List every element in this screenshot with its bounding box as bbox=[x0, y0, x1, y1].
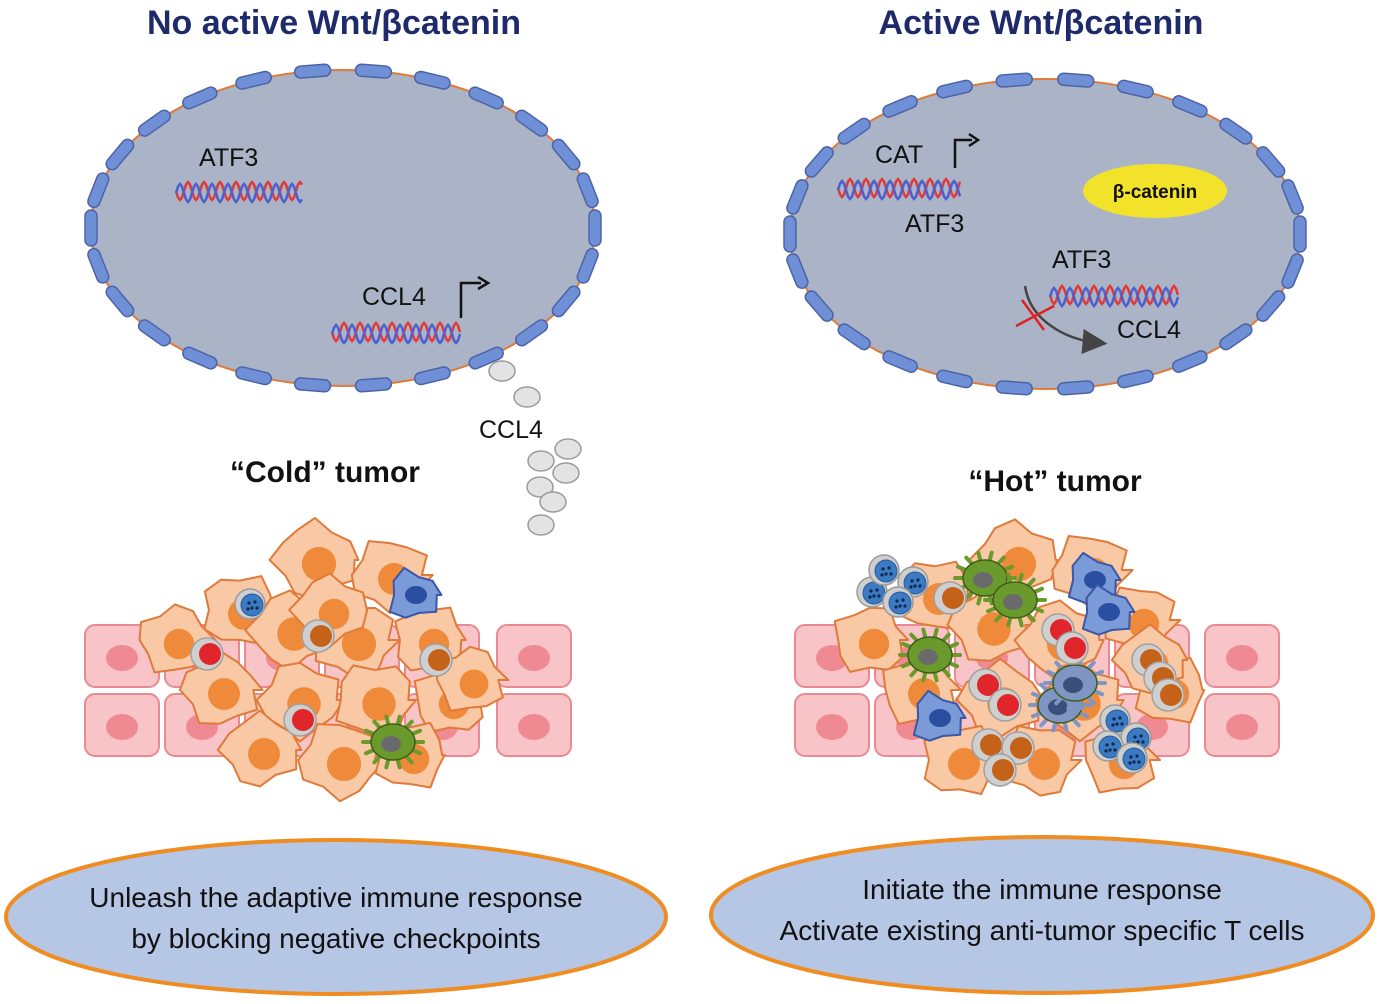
atf3-ccl4-dna bbox=[1048, 283, 1180, 309]
cold-tumor-tissue bbox=[84, 517, 572, 803]
nuclear-pore bbox=[182, 346, 218, 370]
nuclear-pore bbox=[1116, 79, 1154, 99]
nuclear-pore bbox=[105, 138, 135, 171]
beta-catenin-label: β-catenin bbox=[1113, 182, 1197, 203]
nuclear-pores-left bbox=[84, 63, 602, 393]
transcription-arrow-icon bbox=[459, 281, 481, 318]
nuclear-pore bbox=[804, 146, 834, 178]
cold-strategy-line2: by blocking negative checkpoints bbox=[131, 923, 540, 954]
hot-tumor-title: “Hot” tumor bbox=[968, 465, 1142, 498]
cat-transcription-arrow-icon bbox=[953, 138, 972, 168]
nuclear-pore bbox=[1172, 350, 1208, 373]
nuclear-pore bbox=[837, 323, 871, 351]
nuclear-pore bbox=[936, 79, 974, 99]
left-panel-title: No active Wnt/βcatenin bbox=[147, 4, 521, 42]
cold-strategy-line1: Unleash the adaptive immune response bbox=[89, 882, 582, 913]
immune-cells-left bbox=[190, 566, 453, 770]
nuclear-pore bbox=[293, 377, 332, 393]
nuclear-pore bbox=[87, 247, 110, 284]
nuclear-pore bbox=[1293, 215, 1307, 253]
inhibition-cross-icon bbox=[1015, 299, 1055, 331]
nuclear-pore bbox=[137, 319, 171, 347]
nuclear-pore bbox=[515, 109, 549, 137]
nuclear-pore bbox=[354, 63, 393, 79]
beta-catenin-protein: β-catenin bbox=[1083, 164, 1227, 218]
nuclear-pore bbox=[576, 172, 599, 209]
nuclear-pore bbox=[1172, 95, 1208, 118]
ccl4-label-left: CCL4 bbox=[362, 283, 426, 311]
ccl4-label-right: CCL4 bbox=[1117, 316, 1181, 344]
nuclear-pore bbox=[1256, 146, 1286, 178]
nuclear-pore bbox=[1116, 369, 1154, 389]
left-nucleus bbox=[84, 63, 602, 393]
nuclear-pore bbox=[84, 209, 98, 247]
nuclear-pore bbox=[588, 209, 602, 247]
nuclear-pore bbox=[995, 380, 1033, 396]
transcription-arrow-head-icon bbox=[477, 275, 491, 291]
cold-strategy-box: Unleash the adaptive immune response by … bbox=[4, 838, 668, 996]
right-panel-title: Active Wnt/βcatenin bbox=[879, 4, 1204, 42]
nuclear-pore bbox=[1219, 323, 1253, 351]
hot-strategy-line2: Activate existing anti-tumor specific T … bbox=[780, 915, 1305, 946]
hot-tumor-tissue bbox=[794, 518, 1280, 797]
nuclear-pore bbox=[413, 70, 451, 90]
hot-strategy-box: Initiate the immune response Activate ex… bbox=[709, 835, 1375, 995]
nuclear-pore bbox=[468, 86, 504, 110]
nuclear-pore bbox=[882, 350, 918, 373]
nuclear-pore bbox=[551, 138, 581, 171]
nuclear-pore bbox=[1281, 253, 1304, 289]
ccl4-secreted-chemokines bbox=[488, 360, 582, 536]
nuclear-pore bbox=[783, 215, 797, 253]
right-nucleus bbox=[783, 72, 1307, 396]
nuclear-pore bbox=[1281, 179, 1304, 215]
nuclear-pore bbox=[786, 253, 809, 289]
nuclear-pore bbox=[137, 109, 171, 137]
nuclear-pore bbox=[235, 366, 273, 386]
cold-tumor-title: “Cold” tumor bbox=[230, 456, 420, 489]
hot-strategy-line1: Initiate the immune response bbox=[862, 874, 1222, 905]
nuclear-pore bbox=[551, 285, 581, 318]
nuclear-pore bbox=[413, 366, 451, 386]
nuclear-pore bbox=[105, 285, 135, 318]
nuclear-pore bbox=[936, 369, 974, 389]
repression-arrow-icon bbox=[1023, 285, 1108, 354]
nuclear-pore bbox=[235, 70, 273, 90]
atf3-label-left: ATF3 bbox=[199, 144, 258, 172]
atf3-label-right-a: ATF3 bbox=[905, 210, 964, 238]
nuclear-pore bbox=[1057, 380, 1095, 396]
nuclear-pore bbox=[882, 95, 918, 118]
nuclear-pore bbox=[293, 63, 332, 79]
atf3-label-right-b: ATF3 bbox=[1052, 246, 1111, 274]
nuclear-pore bbox=[354, 377, 393, 393]
nuclear-pores-right bbox=[783, 72, 1307, 396]
immune-cells-right bbox=[856, 550, 1185, 787]
nuclear-pore bbox=[1057, 72, 1095, 88]
ccl4-secreted-label: CCL4 bbox=[479, 416, 543, 444]
nuclear-pore bbox=[87, 172, 110, 209]
nuclear-pore bbox=[182, 86, 218, 110]
ccl4-dna-left bbox=[330, 320, 462, 346]
cat-transcription-arrow-head-icon bbox=[968, 132, 981, 148]
nuclear-pore bbox=[995, 72, 1033, 88]
nuclear-pore bbox=[1256, 290, 1286, 322]
nuclear-pore bbox=[576, 247, 599, 284]
cat-atf3-dna bbox=[836, 176, 962, 202]
atf3-dna-left bbox=[174, 179, 303, 205]
nuclear-pore bbox=[515, 319, 549, 347]
nuclear-pore bbox=[468, 346, 504, 370]
cat-label: CAT bbox=[875, 141, 923, 169]
nuclear-pore bbox=[804, 290, 834, 322]
nuclear-pore bbox=[837, 117, 871, 145]
nuclear-pore bbox=[1219, 117, 1253, 145]
nuclear-pore bbox=[786, 179, 809, 215]
